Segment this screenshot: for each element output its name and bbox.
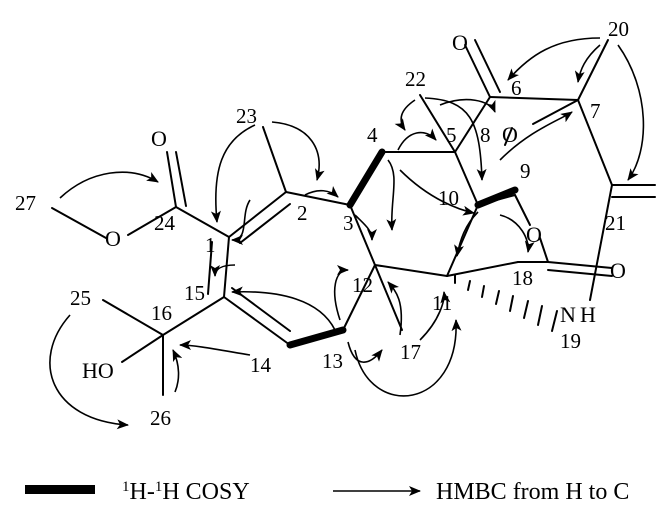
carbon-number: 9 xyxy=(520,159,531,183)
carbon-number: 20 xyxy=(608,17,629,41)
carbon-number: 17 xyxy=(400,340,421,364)
carbon-number: 12 xyxy=(352,273,373,297)
atom-o-lactone: O xyxy=(526,222,542,247)
carbon-number: 21 xyxy=(605,211,626,235)
hashed-wedge-bond xyxy=(454,274,558,332)
carbon-number: 6 xyxy=(511,76,522,100)
carbon-number: 7 xyxy=(590,99,601,123)
bond-skeleton xyxy=(51,39,656,396)
cosy-correlations xyxy=(286,148,519,349)
carbon-number: 13 xyxy=(322,349,343,373)
carbon-number: 26 xyxy=(150,406,171,430)
carbon-number: 8 xyxy=(480,123,491,147)
atom-nitrogen: N xyxy=(560,302,576,327)
hmbc-legend-label: HMBC from H to C xyxy=(436,479,629,505)
carbon-number: 5 xyxy=(446,123,457,147)
carbon-number: 23 xyxy=(236,104,257,128)
atom-o-methoxy: O xyxy=(105,226,121,251)
carbon-number: 16 xyxy=(151,301,172,325)
carbon-number: 25 xyxy=(70,286,91,310)
carbon-number: 22 xyxy=(405,67,426,91)
carbon-number: 1 xyxy=(205,233,216,257)
atom-o-carbonyl24: O xyxy=(151,126,167,151)
cosy-legend-swatch xyxy=(25,485,95,494)
atom-o-ester8: O xyxy=(502,122,518,147)
carbon-numbers: 1 2 3 4 5 6 7 8 9 10 11 12 13 14 15 16 1… xyxy=(15,17,629,430)
atom-o-ketone: O xyxy=(452,30,468,55)
carbon-number: 15 xyxy=(184,281,205,305)
carbon-number: 18 xyxy=(512,266,533,290)
carbon-number: 4 xyxy=(367,123,378,147)
carbon-number: 3 xyxy=(343,211,354,235)
atom-nh-hydrogen: H xyxy=(580,302,596,327)
hmbc-correlations xyxy=(49,37,645,430)
carbon-number: 10 xyxy=(438,186,459,210)
carbon-number: 19 xyxy=(560,329,581,353)
carbon-number: 24 xyxy=(154,211,176,235)
carbon-number: 27 xyxy=(15,191,36,215)
atom-o-carbonyl18: O xyxy=(610,258,626,283)
carbon-number: 11 xyxy=(432,291,452,315)
atom-hydroxyl: HO xyxy=(82,358,114,383)
carbon-number: 14 xyxy=(250,353,272,377)
carbon-number: 2 xyxy=(297,201,308,225)
cosy-legend-label: 1H-1H COSY xyxy=(122,479,250,505)
atom-labels: O O O O O O HO N H xyxy=(82,30,626,383)
legend: 1H-1H COSY HMBC from H to C xyxy=(25,479,629,505)
